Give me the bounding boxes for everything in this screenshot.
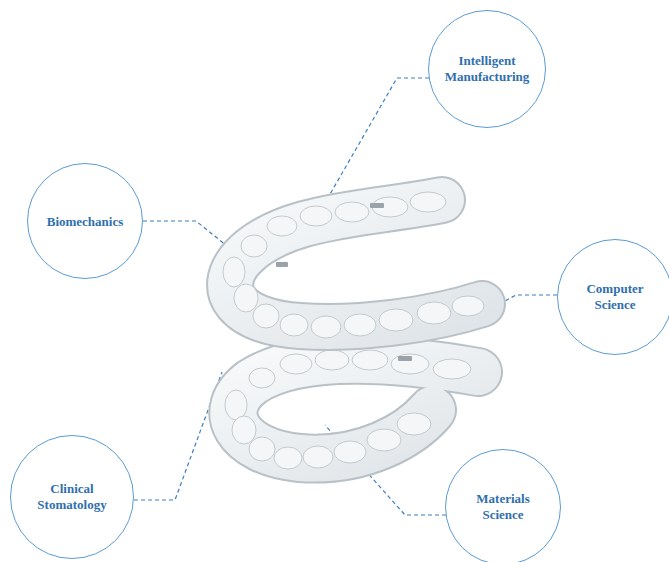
- topic-circle: Clinical Stomatology: [10, 435, 134, 559]
- topic-label: Intelligent Manufacturing: [443, 53, 532, 84]
- upper-aligner: [223, 192, 484, 361]
- topic-label: Materials Science: [460, 491, 547, 522]
- topic-circle: Intelligent Manufacturing: [428, 10, 546, 128]
- circle-text: Intelligent Manufacturing: [443, 53, 532, 85]
- topic-label: Clinical Stomatology: [26, 481, 119, 512]
- topic-label: Biomechanics: [47, 214, 124, 230]
- topic-circle: Biomechanics: [27, 163, 143, 279]
- topic-label: Computer Science: [572, 281, 659, 312]
- circle-text: Clinical Stomatology: [26, 481, 119, 513]
- topic-circle: Materials Science: [445, 449, 561, 562]
- lower-aligner: [225, 350, 478, 469]
- circle-text: Materials Science: [460, 491, 547, 523]
- circle-text: Biomechanics: [47, 212, 124, 230]
- circle-text: Computer Science: [572, 281, 659, 313]
- topic-circle: Computer Science: [557, 239, 669, 355]
